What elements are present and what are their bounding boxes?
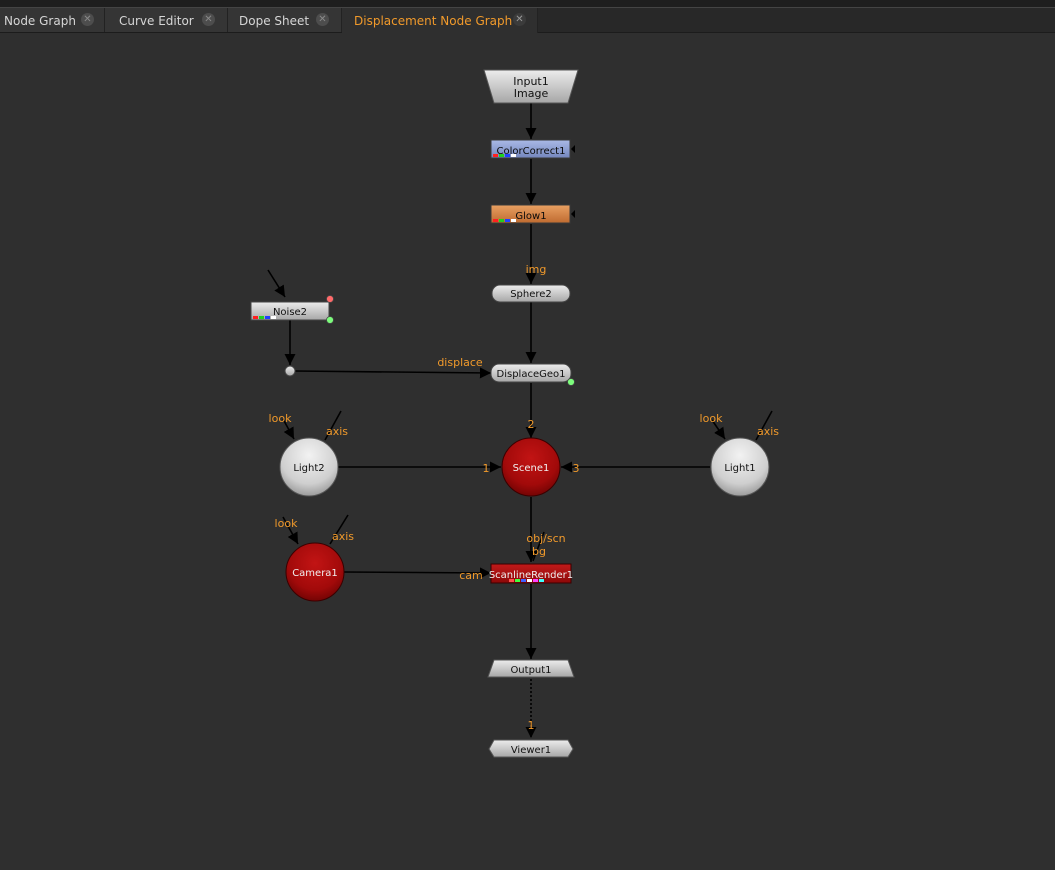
viewer-node[interactable]: Viewer1 xyxy=(488,739,574,758)
alpha-channel-icon xyxy=(271,316,276,319)
red-channel-icon xyxy=(493,154,498,157)
light1-node[interactable]: Light1 xyxy=(710,437,770,497)
close-tab-icon[interactable]: ✕ xyxy=(316,13,329,26)
red-channel-icon xyxy=(253,316,258,319)
sphere-node[interactable]: Sphere2 xyxy=(491,284,571,303)
output-dot-icon[interactable] xyxy=(567,378,575,386)
link-dot-displace xyxy=(294,367,492,379)
red-channel-icon xyxy=(493,219,498,222)
node-graph-canvas[interactable]: Input1 Image ColorCorrect1 Glow1 img Sph… xyxy=(0,33,1055,870)
alpha-channel-icon xyxy=(527,579,532,582)
mask-input-arrow-icon[interactable] xyxy=(571,210,575,218)
alpha-channel-icon xyxy=(511,154,516,157)
render-bg-pipe xyxy=(532,531,545,562)
tab-curve-editor[interactable]: Curve Editor ✕ xyxy=(105,8,228,32)
output-dot-icon[interactable] xyxy=(326,316,334,324)
blue-channel-icon xyxy=(505,154,510,157)
connections xyxy=(267,103,773,738)
tab-label: Displacement Node Graph xyxy=(354,14,513,28)
green-channel-icon xyxy=(499,219,504,222)
light2-axis-pipe xyxy=(324,410,342,441)
tab-node-graph[interactable]: Node Graph ✕ xyxy=(0,8,105,32)
link-camera-render xyxy=(343,567,492,579)
displacegeo-node[interactable]: DisplaceGeo1 xyxy=(490,363,575,386)
noise-node[interactable]: Noise2 xyxy=(250,295,334,324)
camera-axis-pipe xyxy=(329,514,349,545)
light2-node[interactable]: Light2 xyxy=(279,437,339,497)
green-channel-icon xyxy=(515,579,520,582)
light2-axis-label: axis xyxy=(326,425,348,438)
mask-input-arrow-icon[interactable] xyxy=(571,145,575,153)
scanlinerender-node-label: ScanlineRender1 xyxy=(489,570,573,581)
noise-input-arrow xyxy=(267,269,286,298)
glow-node[interactable]: Glow1 xyxy=(490,204,575,224)
close-tab-icon[interactable]: ✕ xyxy=(81,13,94,26)
light1-look-pipe xyxy=(711,419,726,440)
camera-look-pipe xyxy=(282,516,299,545)
close-tab-icon[interactable]: ✕ xyxy=(513,13,526,26)
sphere-node-label: Sphere2 xyxy=(510,289,552,300)
input-node[interactable]: Input1 Image xyxy=(483,69,579,104)
displacegeo-node-label: DisplaceGeo1 xyxy=(497,369,566,380)
tab-label: Curve Editor xyxy=(119,14,194,28)
light1-node-label: Light1 xyxy=(724,463,755,474)
scene-node[interactable]: Scene1 xyxy=(501,437,561,497)
colorcorrect-node-label: ColorCorrect1 xyxy=(497,146,566,157)
tab-displacement-node-graph[interactable]: Displacement Node Graph ✕ xyxy=(342,8,538,33)
light1-axis-label: axis xyxy=(757,425,779,438)
green-channel-icon xyxy=(259,316,264,319)
scene-input-3-label: 3 xyxy=(573,462,580,475)
alpha-channel-icon xyxy=(511,219,516,222)
depth-channel-icon xyxy=(533,579,538,582)
scene-input-1-label: 1 xyxy=(483,462,490,475)
noise-node-label: Noise2 xyxy=(273,307,307,318)
img-input-label: img xyxy=(526,263,547,276)
input-node-title: Input1 xyxy=(513,75,548,88)
window-top-bar xyxy=(0,0,1055,8)
blue-channel-icon xyxy=(505,219,510,222)
scene-node-label: Scene1 xyxy=(513,463,550,474)
extra-channel-icon xyxy=(539,579,544,582)
camera-look-label: look xyxy=(275,517,299,530)
blue-channel-icon xyxy=(521,579,526,582)
viewer-input-label: 1 xyxy=(528,719,535,732)
close-tab-icon[interactable]: ✕ xyxy=(202,13,215,26)
colorcorrect-node[interactable]: ColorCorrect1 xyxy=(490,139,575,159)
light1-axis-pipe xyxy=(755,410,773,441)
camera-node[interactable]: Camera1 xyxy=(285,542,345,602)
render-objscn-label: obj/scn xyxy=(526,532,565,545)
scene-input-2-label: 2 xyxy=(528,418,535,431)
output-node-label: Output1 xyxy=(510,665,551,676)
tab-label: Dope Sheet xyxy=(239,14,310,28)
error-indicator-icon xyxy=(326,295,334,303)
blue-channel-icon xyxy=(265,316,270,319)
red-channel-icon xyxy=(509,579,514,582)
displace-input-label: displace xyxy=(437,356,483,369)
green-channel-icon xyxy=(499,154,504,157)
viewer-node-label: Viewer1 xyxy=(511,745,551,756)
light2-node-label: Light2 xyxy=(293,463,324,474)
camera-axis-label: axis xyxy=(332,530,354,543)
render-bg-label: bg xyxy=(532,545,546,558)
glow-node-label: Glow1 xyxy=(515,211,546,222)
render-cam-label: cam xyxy=(459,569,483,582)
tab-label: Node Graph xyxy=(4,14,76,28)
output-node[interactable]: Output1 xyxy=(487,659,575,678)
scanlinerender-node[interactable]: ScanlineRender1 xyxy=(489,563,573,584)
input-node-subtitle: Image xyxy=(514,87,549,100)
tab-bar: Node Graph ✕ Curve Editor ✕ Dope Sheet ✕… xyxy=(0,8,1055,33)
tab-dope-sheet[interactable]: Dope Sheet ✕ xyxy=(228,8,342,32)
light2-look-label: look xyxy=(269,412,293,425)
dot-node[interactable] xyxy=(284,365,296,377)
light1-look-label: look xyxy=(700,412,724,425)
camera-node-label: Camera1 xyxy=(292,568,338,579)
light2-look-pipe xyxy=(282,418,295,440)
